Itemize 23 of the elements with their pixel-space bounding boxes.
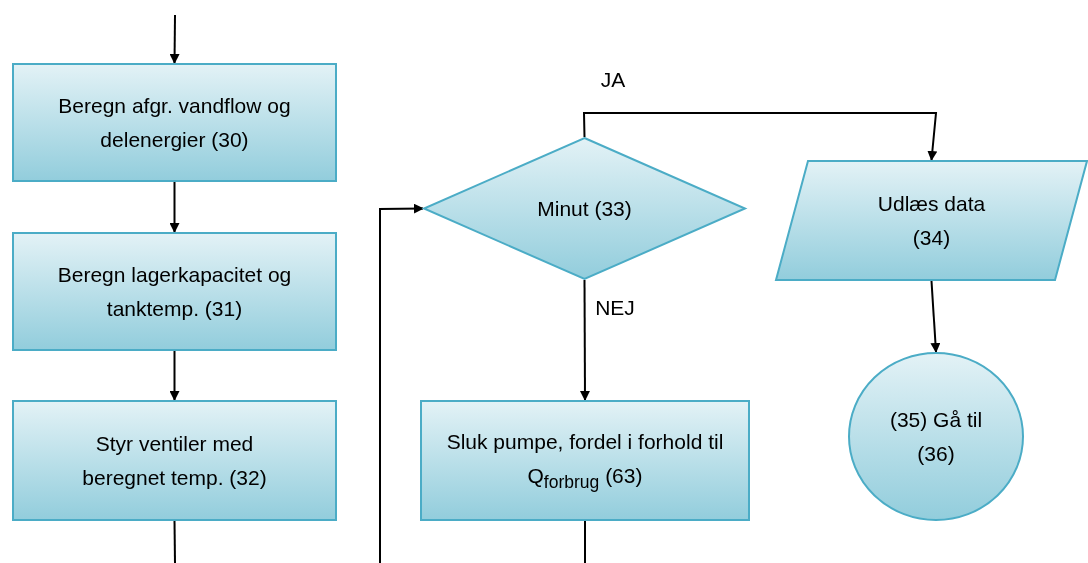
node-text: (35) Gå til (36) xyxy=(888,406,984,467)
arrow xyxy=(169,350,180,401)
node-text: Beregn lagerkapacitet og tanktemp. (31) xyxy=(56,261,293,322)
node-text: Minut (33) xyxy=(537,195,632,222)
arrow xyxy=(582,112,938,161)
node-text: Sluk pumpe, fordel i forhold til Q$_{forbrug}$ (63) xyxy=(445,429,725,494)
arrow xyxy=(579,279,590,401)
connector-line xyxy=(584,520,586,563)
process-box xyxy=(420,400,750,521)
node-text: Beregn afgr. vandflow og delenergier (30) xyxy=(57,92,292,153)
node-text: Styr ventiler med beregnet temp. (32) xyxy=(81,430,268,491)
arrow xyxy=(169,14,180,64)
process-box xyxy=(12,232,337,351)
decision-diamond xyxy=(423,137,746,280)
arrow xyxy=(169,181,180,233)
node-text: Udlæs data (34) xyxy=(876,190,987,251)
connector-line xyxy=(173,520,176,563)
process-box xyxy=(12,400,337,521)
arrow xyxy=(930,280,941,353)
data-parallelogram xyxy=(775,160,1088,281)
arrow xyxy=(379,203,424,563)
terminal-circle xyxy=(848,352,1024,521)
process-box xyxy=(12,63,337,182)
